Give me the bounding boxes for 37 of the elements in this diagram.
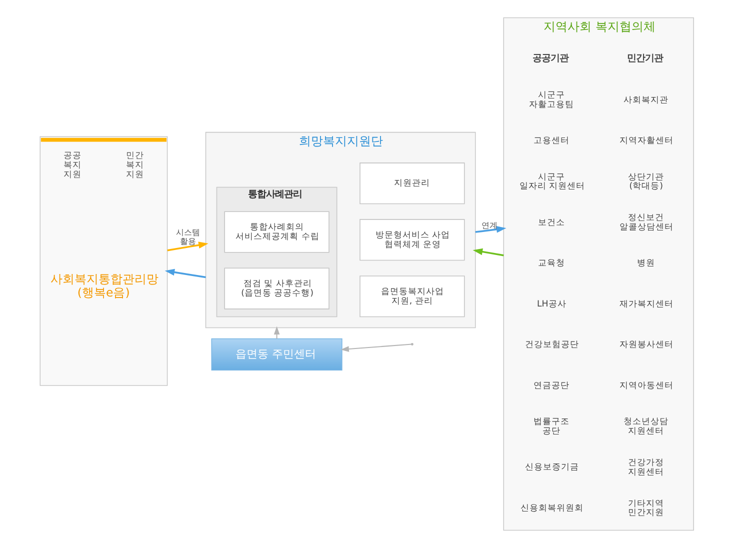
label: 지역자활센터	[619, 136, 674, 146]
edge-label: 시스템 활용	[176, 228, 200, 246]
node-box: 점검 및 사후관리 (읍면동 공공수행)	[224, 268, 330, 310]
node-box: 지원관리	[360, 162, 465, 204]
label: 신용회복위원회	[520, 503, 584, 514]
arrow	[340, 344, 412, 352]
label: 지역아동센터	[619, 381, 674, 392]
label: 고용센터	[533, 136, 570, 146]
node-box: 읍면동 주민센터	[211, 338, 342, 371]
label: 병원	[637, 258, 656, 269]
edge-label: 연계	[482, 221, 498, 230]
label: 시군구 일자리 지원센터	[519, 172, 586, 192]
label: 건강가정 지원센터	[628, 458, 664, 478]
label: 보건소	[538, 218, 566, 228]
label: 기타지역 민간지원	[628, 498, 664, 518]
label: 법률구조 공단	[533, 417, 570, 437]
label: 공공기관	[532, 52, 568, 64]
label: 재가복지센터	[619, 299, 674, 310]
node-box: 읍면동복지사업 지원, 관리	[360, 276, 465, 318]
label: 연금공단	[533, 381, 570, 392]
arrow	[167, 242, 208, 252]
node-box: 통합사례회의 서비스제공계획 수립	[224, 211, 330, 253]
label: 자원봉사센터	[619, 340, 674, 350]
node-box: 방문형서비스 사업 협력체계 운영	[360, 219, 465, 261]
label: 사회복지관	[624, 95, 669, 106]
arrow	[472, 248, 504, 256]
label: 청소년상담 지원센터	[624, 417, 669, 437]
label: LH공사	[536, 299, 566, 310]
label: 정신보건 알콜상담센터	[619, 213, 674, 232]
label: 교육청	[538, 258, 566, 269]
label: 신용보증기금	[524, 462, 579, 473]
label: 시군구 자활고용팀	[529, 90, 574, 110]
label: 건강보험공단	[524, 340, 579, 350]
arrow	[164, 268, 206, 278]
label: 상단기관 (학대등)	[628, 172, 664, 192]
arrow	[475, 226, 506, 233]
label: 민간기관	[626, 52, 663, 64]
